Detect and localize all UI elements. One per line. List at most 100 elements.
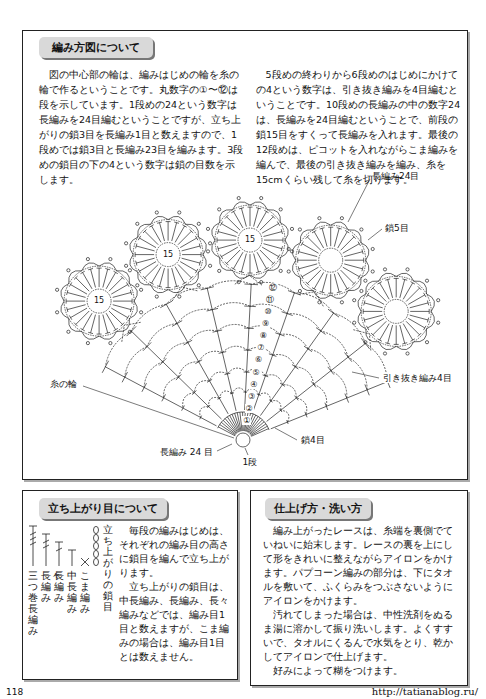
stitch-mark [256, 208, 261, 209]
picot-mark [360, 228, 363, 231]
body-text: 編み上がったレースは、糸端を裏側でていねいに始末します。レースの裏を上にして形を… [263, 524, 461, 608]
picot-mark [136, 284, 139, 287]
vertical-label: こま編み [80, 570, 90, 614]
picot-mark [209, 242, 212, 245]
stitch-mark [402, 343, 407, 344]
stitch-mark [362, 249, 363, 254]
scallop-loop [61, 284, 69, 302]
scallop-loop [130, 255, 138, 273]
stitch-mark [168, 222, 169, 241]
stitch-mark [344, 252, 362, 257]
callout-label: ① [242, 416, 251, 425]
stitch-mark [257, 252, 267, 269]
stitch-mark [228, 415, 231, 416]
picot-mark [128, 269, 131, 272]
stitch-mark [121, 276, 125, 280]
stitch-mark [364, 315, 382, 320]
stitch-mark [218, 246, 219, 251]
stitch-mark [244, 306, 256, 308]
scallop-loop [268, 258, 281, 271]
stitch-mark [363, 311, 382, 312]
stitch-mark [225, 419, 237, 434]
stitch-mark [408, 295, 425, 305]
callout-label: 15 [245, 235, 255, 244]
section-heading: 仕上げ方・洗い方 [265, 498, 371, 519]
scallop-loop [396, 342, 414, 350]
chain-loop [147, 323, 177, 346]
scallop-loop [82, 331, 100, 339]
section-heading: 編み方図について [39, 37, 153, 58]
stitch-mark [140, 262, 157, 272]
spoke-line [207, 288, 236, 411]
scallop-loop [220, 258, 233, 271]
scallop-loop [130, 237, 138, 255]
stitch-mark [362, 266, 363, 271]
chain-loop [163, 377, 178, 398]
picot-mark [353, 299, 356, 302]
heading-text: 立ち上がり目について [48, 502, 158, 515]
scallop-loop [331, 291, 349, 299]
stitch-mark [261, 419, 263, 421]
scallop-loop [117, 271, 130, 284]
stitch-mark [145, 265, 159, 278]
stitch-mark [283, 238, 284, 243]
stitch-mark [410, 303, 428, 308]
picot-mark [56, 311, 59, 314]
chain-loop [219, 391, 232, 398]
callout-label: 長編み24目 [372, 171, 419, 181]
chain-loop [281, 410, 289, 422]
chain-loop [131, 304, 166, 331]
picot-mark [125, 264, 128, 267]
stitch-mark [400, 280, 405, 298]
leader-line [217, 444, 232, 451]
scallop-loop [280, 223, 288, 241]
stitch-mark [136, 244, 137, 249]
stitch-mark [334, 228, 339, 246]
stitch-mark [241, 208, 246, 226]
picot-mark [406, 352, 409, 355]
stitch-mark [166, 221, 171, 222]
stitch-mark [182, 258, 200, 263]
scallop-loop [186, 224, 199, 237]
stitch-mark [231, 210, 235, 213]
picot-mark [340, 217, 343, 220]
leader-line [83, 386, 234, 438]
chain-loop [212, 303, 250, 310]
stitch-mark [99, 315, 100, 334]
stitch-mark [388, 280, 393, 298]
stitch-mark [136, 258, 154, 263]
body-text: 毎段の編みはじめは、それぞれの編み目の高さに鎖目を編んで立ち上がります。 [119, 524, 235, 580]
stitch-mark [105, 269, 110, 270]
stitch-mark [74, 323, 78, 327]
stitch-mark [312, 230, 316, 233]
stitch-mark [250, 254, 251, 273]
picot-mark [360, 289, 363, 292]
stitch-mark [320, 292, 325, 293]
stitch-mark [195, 269, 198, 273]
stitch-mark [297, 258, 298, 263]
stitch-mark [281, 229, 282, 234]
scallop-loop [292, 260, 300, 278]
scallop-loop [198, 237, 206, 255]
doily-chart [56, 179, 440, 455]
vertical-label: 立ち上がりの鎖目 [103, 524, 113, 612]
stitch-mark [233, 412, 236, 414]
stitch-mark [182, 254, 201, 255]
stitch-mark [152, 226, 162, 242]
callout-label: ② [245, 404, 254, 413]
stitch-mark [221, 224, 238, 234]
callout-label: ⑥ [254, 355, 263, 364]
stitch-mark [220, 421, 222, 423]
scallop-loop [250, 202, 268, 210]
stitch-symbol [33, 526, 34, 566]
stitch-mark [231, 414, 234, 415]
chain-loop [308, 349, 331, 371]
scallop-loop [69, 271, 82, 284]
chain-loop [280, 334, 308, 349]
stitch-mark [220, 222, 223, 226]
stitch-mark [264, 244, 282, 249]
picot-mark [279, 208, 282, 211]
stitch-mark [190, 230, 194, 234]
chain-ring [238, 228, 262, 252]
scallop-loop [348, 278, 361, 291]
